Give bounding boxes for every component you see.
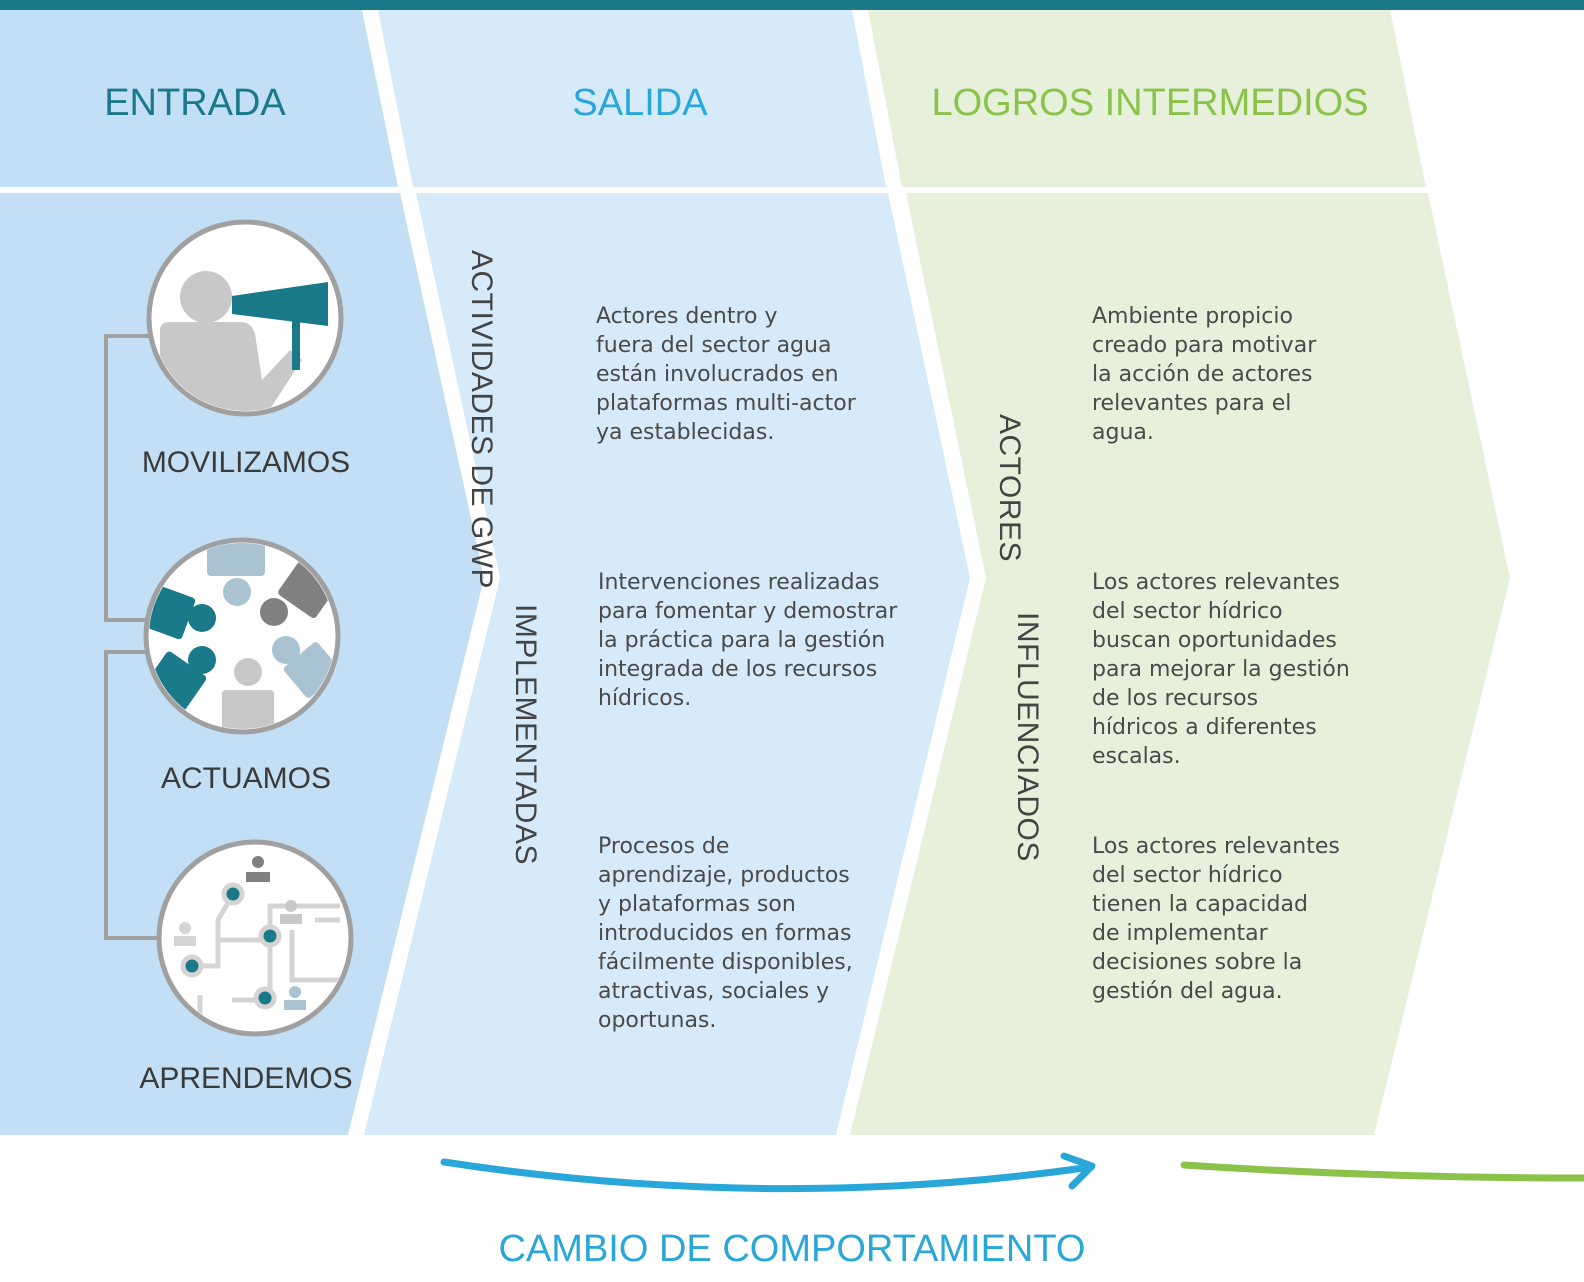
salida-item-1: Actores dentro y fuera del sector agua e… [596, 304, 856, 445]
logros-item-1: Ambiente propicio creado para motivar la… [1092, 304, 1317, 445]
logros-body-bg [850, 193, 1510, 1135]
label-movilizamos: MOVILIZAMOS [141, 446, 351, 479]
outcome-arrow [1180, 1161, 1584, 1182]
header-salida: SALIDA [572, 82, 708, 124]
salida-item-2: Intervenciones realizadas para fomentar … [598, 570, 898, 711]
team-icon [143, 537, 341, 735]
salida-body-bg [364, 193, 970, 1135]
logros-item-3: Los actores relevantes del sector hídric… [1092, 834, 1340, 1004]
entrada-header-bg [0, 10, 398, 187]
vertical-influenciados: INFLUENCIADOS [1011, 612, 1044, 862]
behavior-change-arrow [440, 1152, 1096, 1193]
top-bar [0, 0, 1584, 10]
footer-title: CAMBIO DE COMPORTAMIENTO [498, 1228, 1086, 1270]
label-actuamos: ACTUAMOS [160, 762, 331, 795]
icon-connector [104, 334, 158, 940]
logros-item-2: Los actores relevantes del sector hídric… [1092, 570, 1350, 769]
logros-header-bg [868, 10, 1426, 187]
vertical-actividades: ACTIVIDADES DE GWP [465, 250, 498, 590]
header-logros: LOGROS INTERMEDIOS [931, 82, 1369, 124]
megaphone-icon [146, 219, 344, 417]
vertical-actores: ACTORES [993, 414, 1026, 562]
network-icon [156, 839, 354, 1037]
salida-header-bg [378, 10, 886, 187]
vertical-implementadas: IMPLEMENTADAS [509, 604, 542, 865]
label-aprendemos: APRENDEMOS [139, 1062, 353, 1095]
salida-item-3: Procesos de aprendizaje, productos y pla… [598, 834, 853, 1033]
header-entrada: ENTRADA [104, 82, 286, 124]
